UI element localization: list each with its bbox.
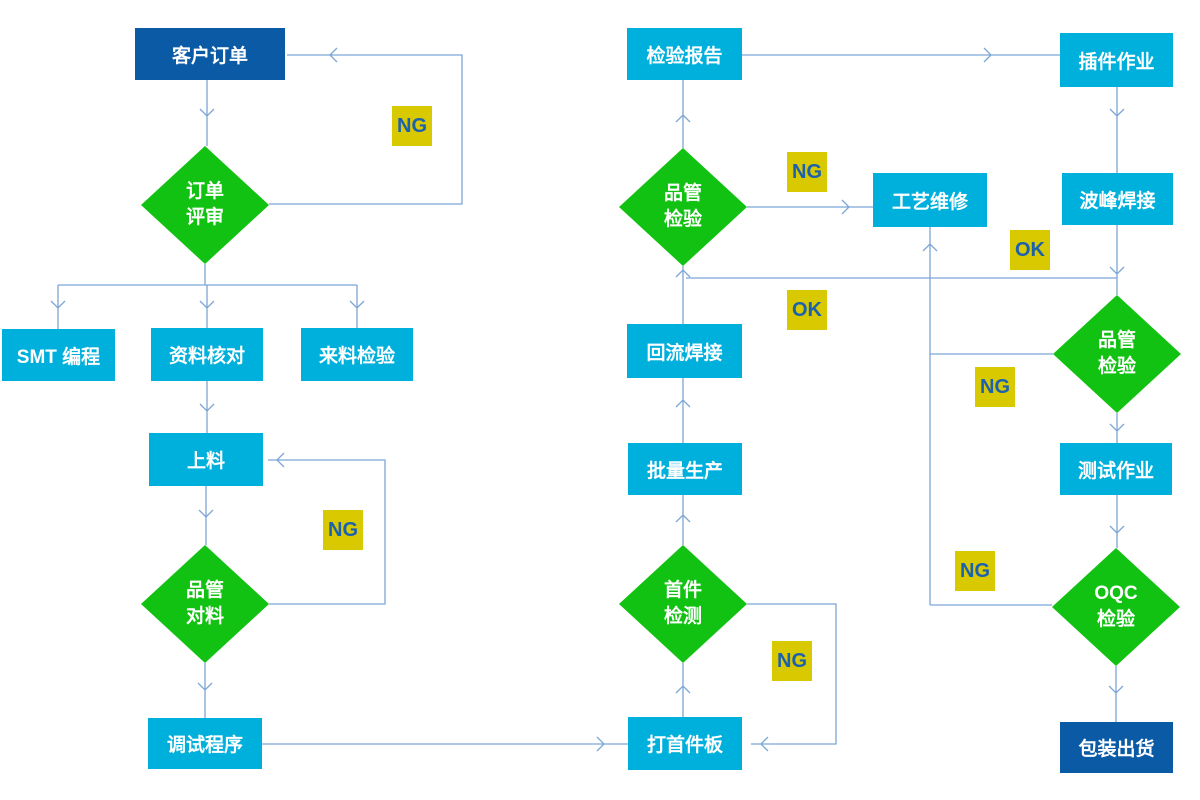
node-label-line1: 订单 <box>185 181 224 202</box>
connector-customer-order-to-order-review <box>199 80 215 146</box>
connector-mass-production-to-reflow <box>675 378 691 443</box>
connector-ng-order-review-to-customer-order <box>269 47 463 205</box>
node-inspection-report: 检验报告 <box>627 28 742 80</box>
node-label: 资料核对 <box>168 346 245 367</box>
connector-plugin-to-wave-soldering <box>1109 87 1125 173</box>
node-label: 来料检验 <box>318 346 395 367</box>
node-label: 回流焊接 <box>646 342 723 364</box>
connector-ng-qc-material-to-loading <box>268 452 386 605</box>
badge-ng-first-article: NG <box>772 641 812 681</box>
connector-ng-first-article-to-first-board <box>747 603 837 752</box>
badge-ng-oqc: NG <box>955 551 995 591</box>
node-customer-order: 客户订单 <box>135 28 285 80</box>
node-label: SMT 编程 <box>16 346 101 368</box>
node-label-line2: 对料 <box>185 606 224 627</box>
connector-qc-mid-to-inspection-report <box>675 80 691 148</box>
node-smt-programming: SMT 编程 <box>2 329 115 381</box>
node-label-line1: 品管 <box>663 183 702 204</box>
connector-first-board-to-first-article <box>675 663 691 717</box>
connector-ng-qc-mid-to-process-repair <box>747 199 873 215</box>
node-data-check: 资料核对 <box>151 328 263 381</box>
node-label-line2: 评审 <box>185 207 224 228</box>
node-label: 测试作业 <box>1077 460 1154 482</box>
badge-ok-wave-line: OK <box>1010 230 1050 270</box>
node-label: 插件作业 <box>1078 51 1155 73</box>
node-label-line1: 首件 <box>663 580 702 601</box>
node-wave-soldering: 波峰焊接 <box>1062 173 1173 225</box>
connector-order-review-branch-trunk <box>58 264 357 286</box>
node-process-repair: 工艺维修 <box>873 173 987 227</box>
node-label-line1: 品管 <box>1097 330 1136 351</box>
connector-ng-riser-to-process-repair <box>922 227 938 605</box>
node-label: 检验报告 <box>646 45 723 67</box>
node-loading: 上料 <box>149 433 263 486</box>
connector-test-operation-to-oqc <box>1109 495 1125 548</box>
node-label: 批量生产 <box>646 460 723 482</box>
node-reflow-soldering: 回流焊接 <box>627 324 742 378</box>
node-label: 打首件板 <box>646 735 723 756</box>
badge-ng-qc-material: NG <box>323 510 363 550</box>
node-label-line2: 检验 <box>1097 356 1136 377</box>
node-plugin-operation: 插件作业 <box>1060 33 1173 87</box>
node-mass-production: 批量生产 <box>628 443 742 495</box>
connector-oqc-to-packing <box>1108 666 1124 722</box>
connector-inspection-report-to-plugin <box>742 47 1060 63</box>
connector-first-article-to-mass-production <box>675 495 691 545</box>
connector-branch-to-data-check <box>199 285 215 328</box>
node-label: 包装出货 <box>1078 739 1155 760</box>
node-label: 波峰焊接 <box>1079 190 1156 212</box>
node-label-line2: 检验 <box>663 209 702 230</box>
node-label-line1: OQC <box>1094 583 1138 604</box>
node-label: 调试程序 <box>166 735 243 756</box>
node-label-line2: 检验 <box>1096 609 1135 630</box>
node-debug-program: 调试程序 <box>148 718 262 769</box>
node-test-operation: 测试作业 <box>1060 443 1172 495</box>
connector-wave-soldering-to-qc-right <box>1109 225 1125 295</box>
connector-qc-material-to-debug-program <box>197 663 213 718</box>
connector-debug-program-to-first-board <box>262 736 628 752</box>
connector-branch-to-smt-programming <box>50 285 66 329</box>
connector-data-check-to-loading <box>199 381 215 433</box>
node-label: 客户订单 <box>171 45 248 67</box>
connector-branch-to-incoming-inspection <box>349 285 365 328</box>
badge-ng-qc-mid: NG <box>787 152 827 192</box>
node-first-board: 打首件板 <box>628 717 742 770</box>
node-packing-shipping: 包装出货 <box>1060 722 1173 773</box>
node-label: 工艺维修 <box>891 191 968 213</box>
connector-qc-right-to-test-operation <box>1109 413 1125 443</box>
node-label-line1: 品管 <box>185 580 224 601</box>
node-incoming-inspection: 来料检验 <box>301 328 413 381</box>
node-label: 上料 <box>186 451 225 472</box>
badge-ok-reflow-line: OK <box>787 290 827 330</box>
connector-reflow-to-qc-mid <box>675 266 691 324</box>
badge-ng-qc-right: NG <box>975 367 1015 407</box>
connector-loading-to-qc-material-check <box>198 486 214 545</box>
badge-ng-order-review: NG <box>392 106 432 146</box>
node-label-line2: 检测 <box>663 606 702 627</box>
